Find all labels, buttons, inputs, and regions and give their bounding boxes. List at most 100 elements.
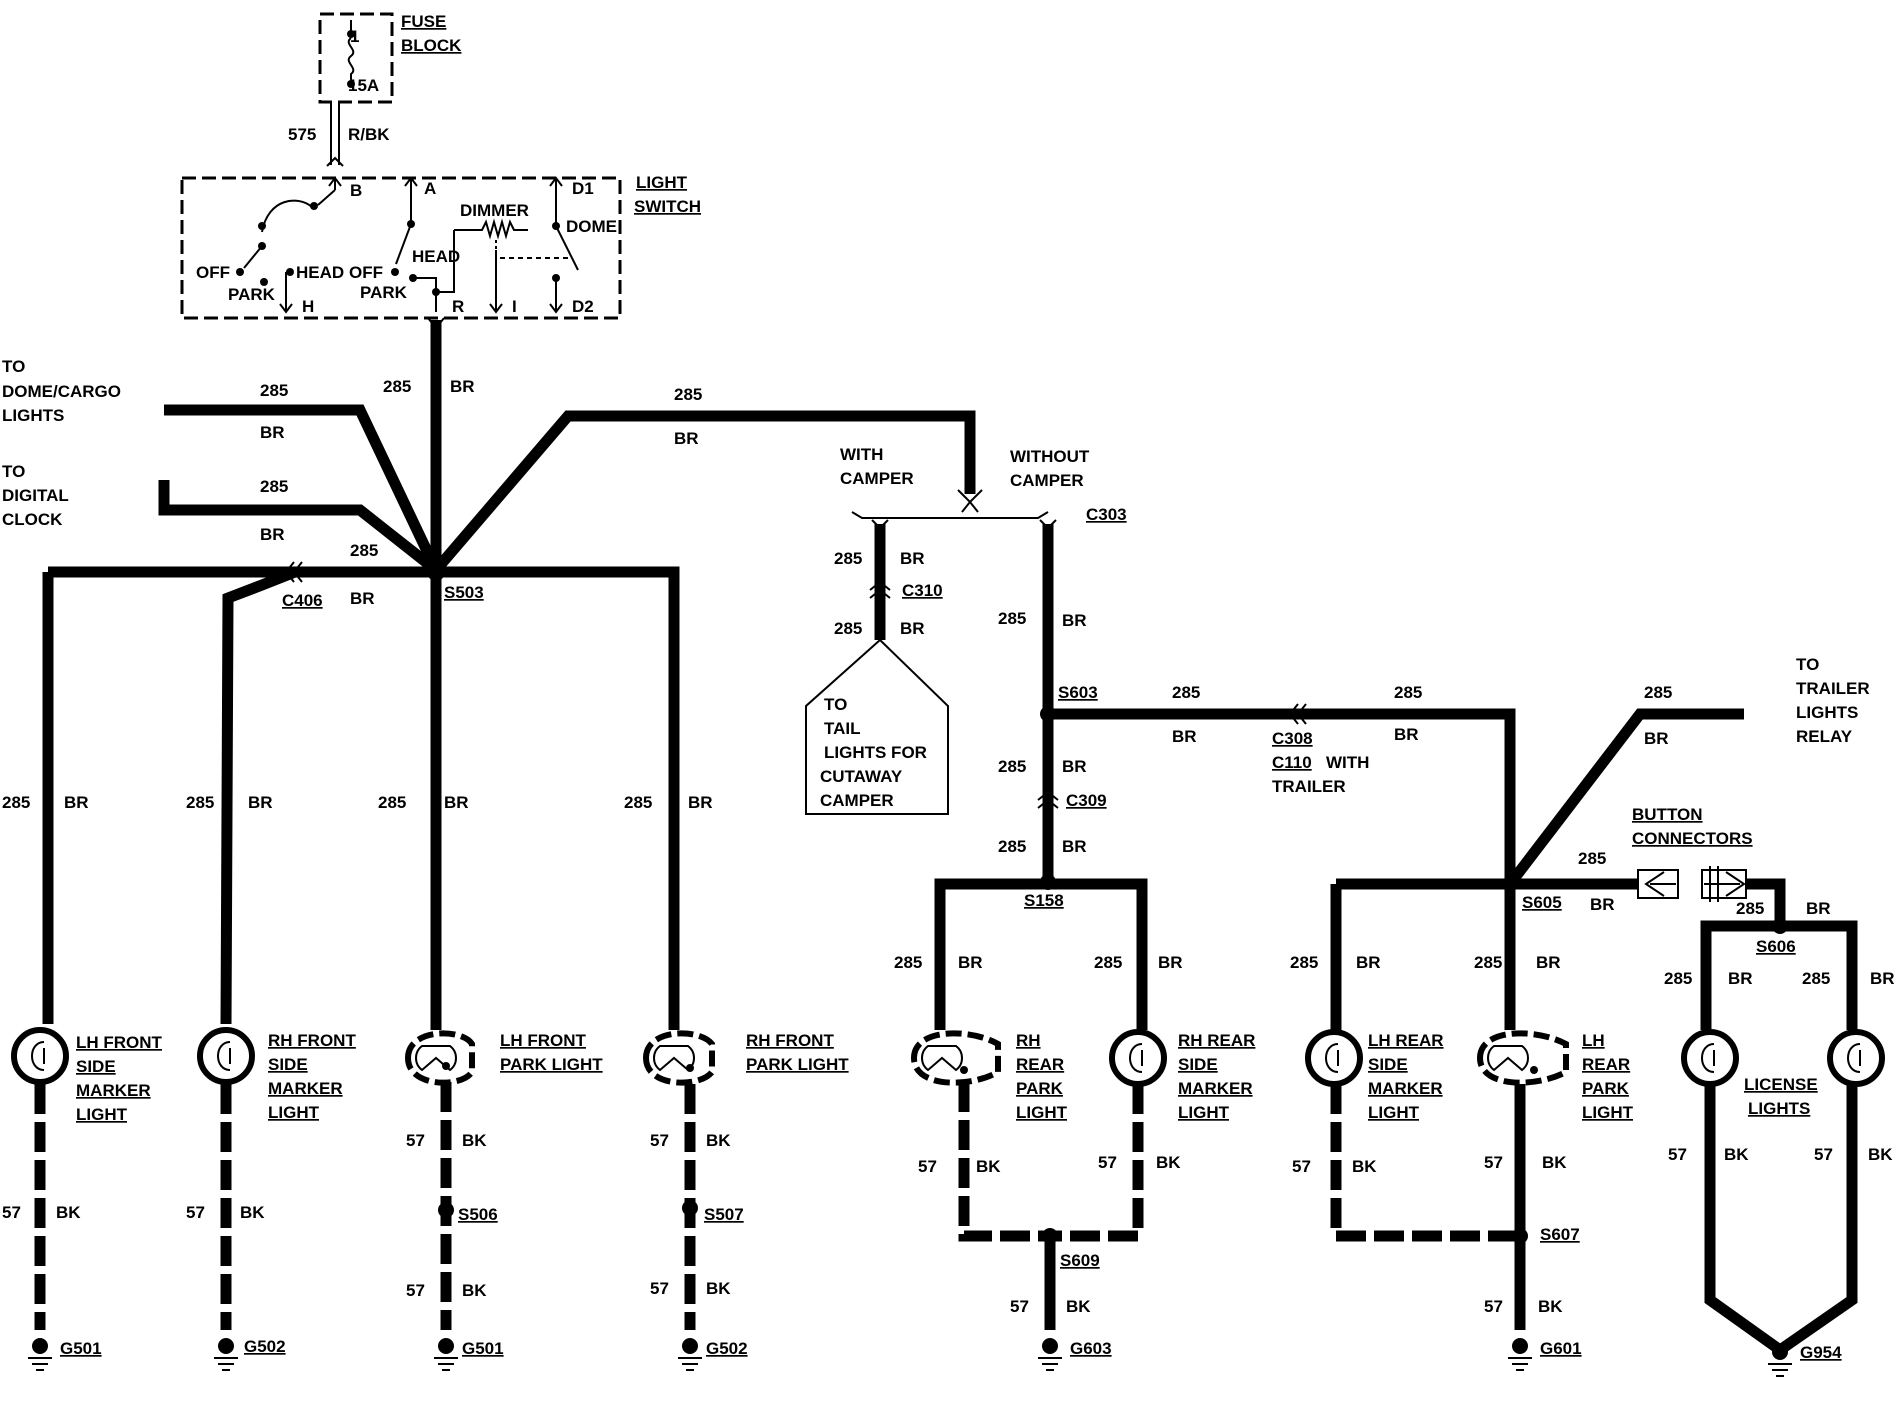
wire-label: 57 xyxy=(186,1203,205,1222)
lamp-license-left xyxy=(1681,1029,1739,1087)
lamp-label: PARK LIGHT xyxy=(746,1055,849,1074)
wire-label: 285 xyxy=(998,609,1026,628)
lamp-lh-rear-park: LH REAR PARK LIGHT xyxy=(1476,1030,1634,1122)
wire-label: BK xyxy=(1724,1145,1749,1164)
wire-label: BR xyxy=(900,549,925,568)
dome-label: DOME xyxy=(566,217,617,236)
dest-trailer: LIGHTS xyxy=(1796,703,1858,722)
lamp-label: SIDE xyxy=(1368,1055,1408,1074)
splice-dot xyxy=(427,563,445,581)
wire-label: BR xyxy=(1394,725,1419,744)
terminal-b: B xyxy=(350,181,362,200)
wire-label: 285 xyxy=(1578,849,1606,868)
splice-s503: S503 xyxy=(444,583,484,602)
wire-label: 285 xyxy=(1290,953,1318,972)
wire-label: 57 xyxy=(2,1203,21,1222)
lamp-label: LIGHT xyxy=(1368,1103,1420,1122)
dest-dome-cargo: DOME/CARGO xyxy=(2,382,121,401)
wire-label: BK xyxy=(462,1281,487,1300)
lamps: LH FRONT SIDE MARKER LIGHT RH FRONT SIDE… xyxy=(11,1027,1885,1124)
dest-cutaway: CAMPER xyxy=(820,791,894,810)
dest-cutaway: TO xyxy=(824,695,847,714)
splice-s609: S609 xyxy=(1060,1251,1100,1270)
lamp-label: LH REAR xyxy=(1368,1031,1444,1050)
lamp-lh-front-park: LH FRONT PARK LIGHT xyxy=(404,1030,603,1086)
lamp-license-right xyxy=(1827,1029,1885,1087)
wire-label: BK xyxy=(462,1131,487,1150)
wire-label: BR xyxy=(1728,969,1753,988)
lamp-label: REAR xyxy=(1582,1055,1630,1074)
switch-head-1: HEAD xyxy=(296,263,344,282)
wire-label: 57 xyxy=(406,1281,425,1300)
dest-dome-cargo: TO xyxy=(2,357,25,376)
wire-label: 285 xyxy=(186,793,214,812)
wire-label: BR xyxy=(958,953,983,972)
lamp-label: LH FRONT xyxy=(500,1031,587,1050)
wire-label: 285 xyxy=(2,793,30,812)
lamp-label: RH REAR xyxy=(1178,1031,1255,1050)
ground-label: G502 xyxy=(706,1339,748,1358)
wire-label: BR xyxy=(1172,727,1197,746)
connector-c406: C406 xyxy=(282,591,323,610)
ground-label: G603 xyxy=(1070,1339,1112,1358)
wire-label: 57 xyxy=(1814,1145,1833,1164)
dest-digital-clock: TO xyxy=(2,462,25,481)
lamp-label: MARKER xyxy=(268,1079,343,1098)
wire-label: BR xyxy=(1870,969,1894,988)
light-switch: LIGHT SWITCH B OFF PARK HEAD H A OFF PAR… xyxy=(180,173,701,320)
wire-label: 285 xyxy=(378,793,406,812)
dest-cutaway: CUTAWAY xyxy=(820,767,903,786)
wire-label: 57 xyxy=(1098,1153,1117,1172)
dest-digital-clock: CLOCK xyxy=(2,510,63,529)
ground-symbol-g501-a: G501 xyxy=(28,1338,102,1371)
camper-options: WITH CAMPER WITHOUT CAMPER C303 285 BR C… xyxy=(805,445,1127,910)
fuse-number: 1 xyxy=(350,27,359,46)
wire-label: 285 xyxy=(383,377,411,396)
fuse-block-label-2: BLOCK xyxy=(401,36,462,55)
wire-label: BR xyxy=(1158,953,1183,972)
splice-s606: S606 xyxy=(1756,937,1796,956)
dest-cutaway: TAIL xyxy=(824,719,861,738)
splice-s506: S506 xyxy=(458,1205,498,1224)
wire-label: BR xyxy=(1062,837,1087,856)
lamp-lh-rear-side-marker: LH REAR SIDE MARKER LIGHT xyxy=(1305,1029,1444,1122)
wire-label: BK xyxy=(976,1157,1001,1176)
wire-label: BR xyxy=(1590,895,1615,914)
connector-c303: C303 xyxy=(1086,505,1127,524)
fuse-block: 1 15A FUSE BLOCK 575 R/BK xyxy=(288,12,462,167)
splice-dot xyxy=(1502,876,1518,892)
wire-label: BK xyxy=(706,1131,731,1150)
ground-symbol-g603: G603 xyxy=(1038,1338,1112,1371)
dest-trailer: RELAY xyxy=(1796,727,1853,746)
without-camper-label: CAMPER xyxy=(1010,471,1084,490)
dest-trailer: TO xyxy=(1796,655,1819,674)
connector-c309: C309 xyxy=(1066,791,1107,810)
grounds: G501 G502 G501 G502 G603 G601 xyxy=(28,1337,1842,1377)
lamp-label: RH FRONT xyxy=(746,1031,834,1050)
wire-label: BR xyxy=(1806,899,1831,918)
lamp-label: PARK xyxy=(1582,1079,1630,1098)
lamp-label: PARK xyxy=(1016,1079,1064,1098)
ground-symbol-g601: G601 xyxy=(1508,1338,1582,1371)
wire-label: BR xyxy=(260,423,285,442)
wire-label: 57 xyxy=(1010,1297,1029,1316)
wire-label: 285 xyxy=(1644,683,1672,702)
connector-c110: C110 xyxy=(1272,753,1312,772)
wire-label: BR xyxy=(1536,953,1561,972)
wire-label: 57 xyxy=(650,1131,669,1150)
wire-label: BR xyxy=(450,377,475,396)
wire-label: BR xyxy=(900,619,925,638)
wire-label: 285 xyxy=(1474,953,1502,972)
dest-cutaway: LIGHTS FOR xyxy=(824,743,927,762)
fuse-rating: 15A xyxy=(348,76,379,95)
button-connectors-label: CONNECTORS xyxy=(1632,829,1753,848)
lamp-label: LIGHT xyxy=(76,1105,128,1124)
wire-label: 57 xyxy=(1484,1153,1503,1172)
lamp-label: MARKER xyxy=(1368,1079,1443,1098)
wire-label: BR xyxy=(350,589,375,608)
wire-label: 57 xyxy=(1292,1157,1311,1176)
lamp-label: LH FRONT xyxy=(76,1033,163,1052)
ground-symbol-g502-a: G502 xyxy=(214,1337,286,1371)
with-camper-label: CAMPER xyxy=(840,469,914,488)
lamp-label: SIDE xyxy=(1178,1055,1218,1074)
